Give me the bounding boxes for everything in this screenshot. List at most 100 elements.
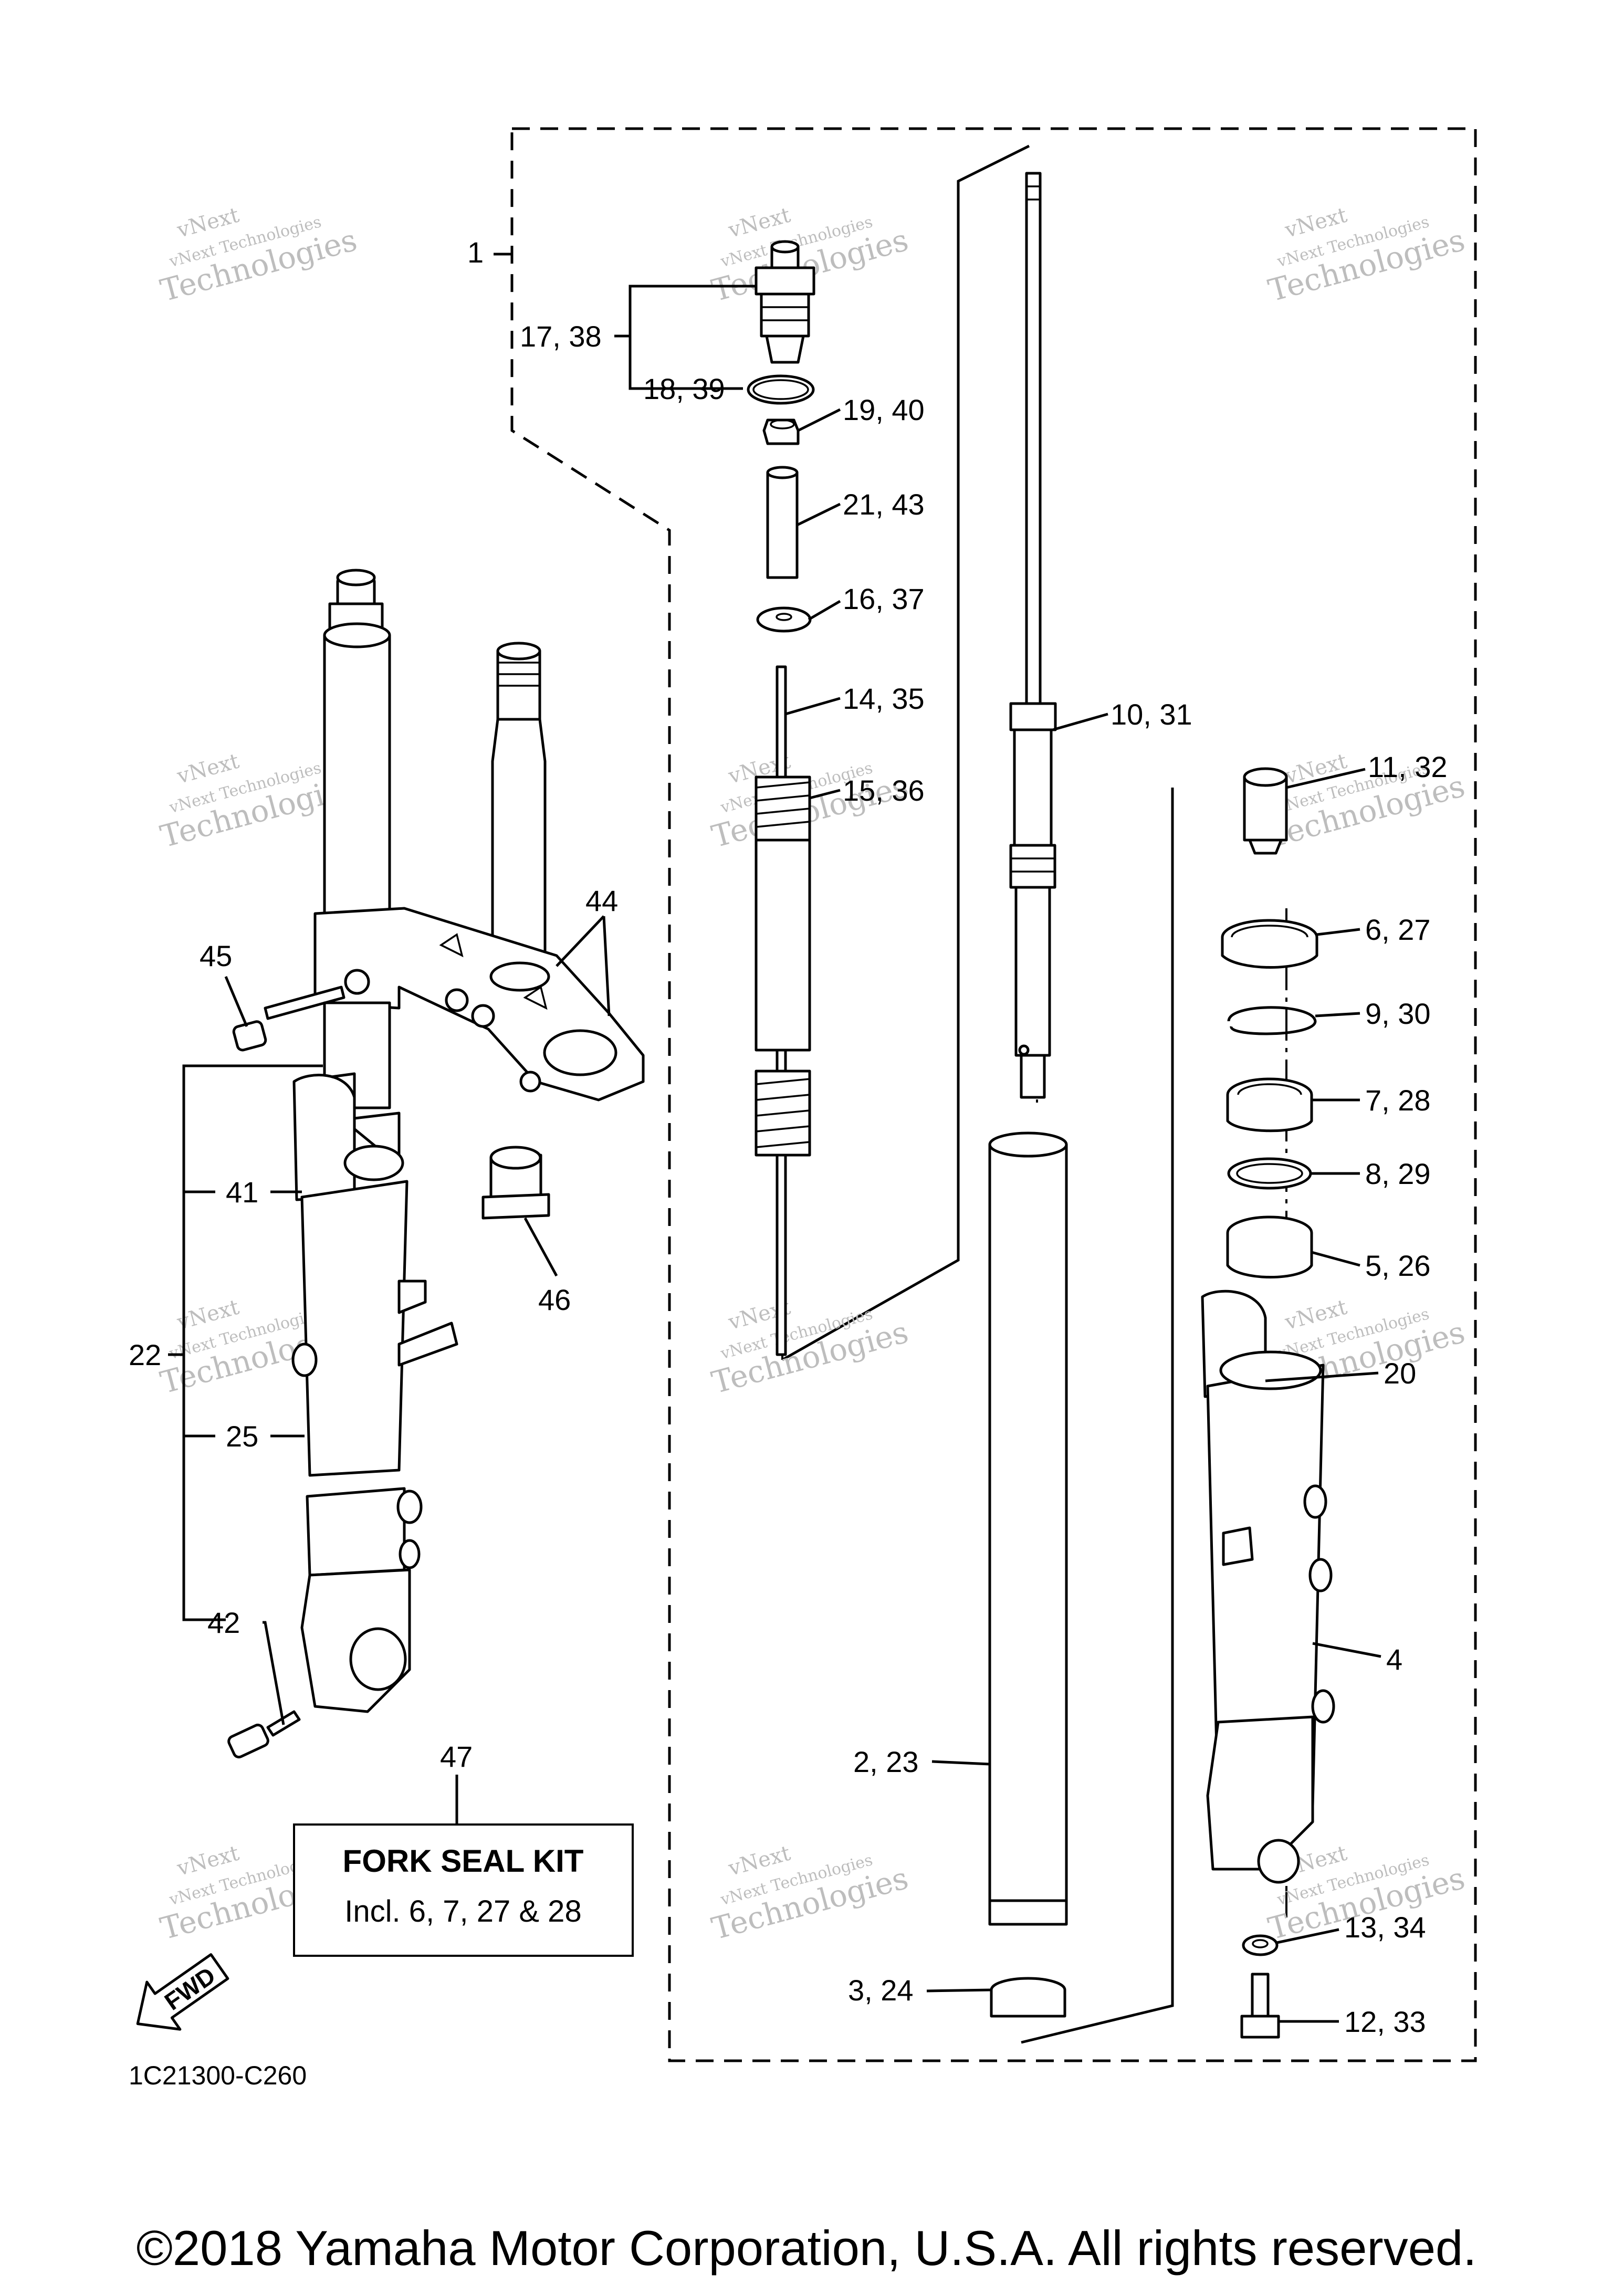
- under-bracket-mark: [439, 933, 464, 958]
- label-1: 1: [467, 236, 484, 269]
- damper-rod-10-31-lower: [1014, 886, 1051, 1057]
- label-42: 42: [207, 1606, 240, 1639]
- nut-19-40-bore: [770, 419, 795, 429]
- fork-seal-kit-box: FORK SEAL KIT Incl. 6, 7, 27 & 28: [293, 1823, 634, 1957]
- copyright-notice: ©2018 Yamaha Motor Corporation, U.S.A. A…: [136, 2220, 1477, 2276]
- label-18-39: 18, 39: [643, 372, 725, 405]
- outer-tube-2-23-bottom-band: [988, 1899, 1068, 1926]
- dust-seal-6-27-lip: [1221, 937, 1318, 969]
- lower-leg-boss: [399, 1539, 421, 1569]
- under-bracket-bolt-boss: [445, 988, 469, 1012]
- label-19-40: 19, 40: [843, 393, 925, 426]
- spring-15-36-coil: [756, 1109, 810, 1117]
- bushing-3-24-wall: [990, 1990, 1066, 2018]
- label-25: 25: [226, 1420, 258, 1453]
- washer-13-34-bore: [1252, 1939, 1269, 1948]
- adjuster-17-38-tip: [765, 334, 805, 364]
- o-ring-18-39-inner: [752, 379, 809, 400]
- kit-title: FORK SEAL KIT: [343, 1843, 584, 1879]
- bolt-45-shank: [264, 986, 345, 1020]
- label-47: 47: [440, 1740, 473, 1773]
- label-6-27: 6, 27: [1365, 913, 1431, 946]
- outer-slider-4-boss: [1311, 1689, 1335, 1724]
- spring-15-36-coil: [756, 1141, 810, 1148]
- axle-hole: [349, 1627, 407, 1691]
- spring-15-36-coil: [756, 1125, 810, 1133]
- under-bracket-stem-hole: [489, 961, 550, 992]
- under-bracket-bolt-boss: [471, 1004, 495, 1028]
- washer-13-34: [1242, 1934, 1279, 1956]
- outer-tube-2-23-body: [988, 1143, 1068, 1923]
- label-7-28: 7, 28: [1365, 1084, 1431, 1117]
- label-5-26: 5, 26: [1365, 1249, 1431, 1282]
- spacer-pipe-21-43: [766, 471, 799, 579]
- label-20: 20: [1384, 1357, 1416, 1390]
- leader-46: [523, 1217, 558, 1277]
- leader-13-34: [1276, 1928, 1339, 1944]
- inner-bracket-right: [1021, 788, 1174, 2044]
- label-16-37: 16, 37: [843, 582, 925, 615]
- outer-tube-2-23-top: [988, 1131, 1068, 1158]
- leader-14-35: [785, 697, 841, 716]
- spring-15-36-coil: [756, 808, 810, 815]
- outer-slider-4-boss: [1308, 1558, 1333, 1592]
- under-bracket-bolt-boss: [344, 969, 370, 995]
- cap-bolt-top-face: [336, 569, 376, 586]
- label-4: 4: [1386, 1643, 1402, 1676]
- damper-rod-10-31-shaft: [1025, 172, 1042, 716]
- leader-lines: [168, 253, 1381, 2023]
- outer-slider-4-boss: [1222, 1526, 1254, 1566]
- leader-19-40: [797, 408, 841, 432]
- part-labels: 1 17, 38 18, 39 19, 40 21, 43 16, 37 14,…: [129, 236, 1448, 2038]
- leader-16-37: [808, 600, 841, 621]
- damper-rod-10-31: [1009, 172, 1057, 1099]
- label-9-30: 9, 30: [1365, 997, 1431, 1030]
- spacer-pipe-21-43-top: [766, 466, 799, 479]
- leader-44b: [602, 916, 611, 1016]
- label-11-32: 11, 32: [1368, 750, 1448, 783]
- bolt-42: [227, 1710, 301, 1759]
- label-46: 46: [538, 1283, 571, 1316]
- label-2-23: 2, 23: [853, 1745, 919, 1778]
- center-components: [747, 172, 1068, 2018]
- inner-tube-upper: [323, 634, 391, 931]
- bolt-12-33-head: [1240, 2015, 1280, 2039]
- assembly-boundary: [510, 127, 1477, 2062]
- oil-seal-7-28-wall: [1226, 1095, 1313, 1133]
- label-14-35: 14, 35: [843, 682, 925, 715]
- leader-4: [1312, 1642, 1381, 1658]
- washer-8-29-inner: [1236, 1163, 1303, 1184]
- leader-45: [224, 976, 248, 1027]
- outer-tube-top-seal: [343, 1145, 404, 1181]
- lower-leg-boss: [396, 1490, 423, 1524]
- leader-5-26: [1311, 1251, 1360, 1267]
- leader-15-36: [809, 789, 841, 800]
- adjuster-17-38-top-face: [770, 240, 800, 254]
- damper-rod-10-31-port: [1018, 1044, 1030, 1056]
- damper-rod-10-31-upper: [1013, 728, 1053, 847]
- cap-11-32-top: [1243, 767, 1288, 787]
- leader-3-24: [926, 1988, 992, 1993]
- collar-46-top: [489, 1146, 542, 1170]
- leader-9-30: [1315, 1012, 1360, 1018]
- bolt-12-33-shank: [1251, 1973, 1270, 2023]
- kit-box-frame: [293, 1823, 634, 1957]
- brake-hose-clip: [397, 1322, 458, 1367]
- label-10-31: 10, 31: [1111, 698, 1192, 731]
- bushing-5-26-wall: [1226, 1233, 1313, 1278]
- leader-20: [1265, 1371, 1379, 1382]
- leader-10-31: [1052, 712, 1108, 731]
- outer-tube-2-23: [988, 1131, 1068, 1926]
- clip-9-30: [1227, 1006, 1317, 1035]
- collar-46-flange: [481, 1193, 550, 1220]
- fork-guard: [292, 1074, 356, 1201]
- damper-rod-10-31-tip: [1020, 1054, 1046, 1099]
- left-fork-assembly: [227, 569, 645, 1759]
- washer-16-37-bore: [776, 613, 792, 621]
- spring-15-36-body: [755, 838, 811, 1052]
- spring-15-36-coil: [756, 1094, 810, 1101]
- label-15-36: 15, 36: [843, 774, 925, 807]
- inner-bracket-left: [781, 144, 1030, 1361]
- kit-subtitle: Incl. 6, 7, 27 & 28: [344, 1894, 581, 1928]
